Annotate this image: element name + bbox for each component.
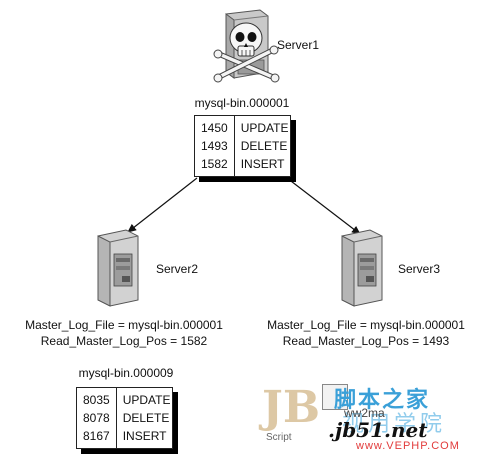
watermark-jb-logo: JB — [262, 382, 321, 433]
server1-binlog-table: 1450 1493 1582 UPDATE DELETE INSERT — [194, 115, 291, 177]
watermark-script: Script — [266, 432, 292, 443]
watermark-mid: ww2ma — [344, 406, 385, 420]
log-event: INSERT — [122, 429, 167, 443]
log-event: INSERT — [240, 157, 285, 171]
server3-read-master-log-pos: Read_Master_Log_Pos = 1493 — [282, 334, 450, 348]
server2-log-name: mysql-bin.000009 — [78, 366, 174, 380]
log-position: 1493 — [201, 139, 228, 153]
watermark-url: www.VEPHP.COM — [356, 440, 460, 452]
arrow-to-server3 — [286, 177, 361, 235]
skull-crossbones-server-icon — [212, 8, 280, 86]
server1-binlog-name: mysql-bin.000001 — [194, 96, 290, 110]
watermark-box — [322, 384, 348, 410]
server3-master-log-file: Master_Log_File = mysql-bin.000001 — [267, 318, 465, 332]
log-event: UPDATE — [240, 121, 289, 135]
watermark-site-cn2: 视用学院 — [342, 411, 447, 436]
watermark-domain: .jb51.net — [328, 418, 428, 442]
log-position: 8078 — [83, 411, 110, 425]
site-watermark: JB Script 脚本之家 视用学院 ww2ma .jb51.net www.… — [260, 378, 480, 462]
arrow-to-server2 — [127, 177, 198, 233]
server1-label: Server1 — [277, 38, 320, 52]
server2-label: Server2 — [156, 262, 199, 276]
log-position: 8167 — [83, 429, 110, 443]
log-position: 1450 — [201, 121, 228, 135]
log-position: 8035 — [83, 393, 110, 407]
server-tower-icon — [94, 228, 142, 308]
server2-binlog-table: 8035 8078 8167 UPDATE DELETE INSERT — [76, 387, 173, 449]
log-event: DELETE — [240, 139, 288, 153]
log-event: DELETE — [122, 411, 170, 425]
server2-read-master-log-pos: Read_Master_Log_Pos = 1582 — [40, 334, 208, 348]
log-position: 1582 — [201, 157, 228, 171]
server2-master-log-file: Master_Log_File = mysql-bin.000001 — [25, 318, 223, 332]
server3-label: Server3 — [398, 262, 441, 276]
log-event: UPDATE — [122, 393, 171, 407]
watermark-site-cn: 脚本之家 — [334, 387, 431, 412]
server-tower-icon — [338, 228, 386, 308]
